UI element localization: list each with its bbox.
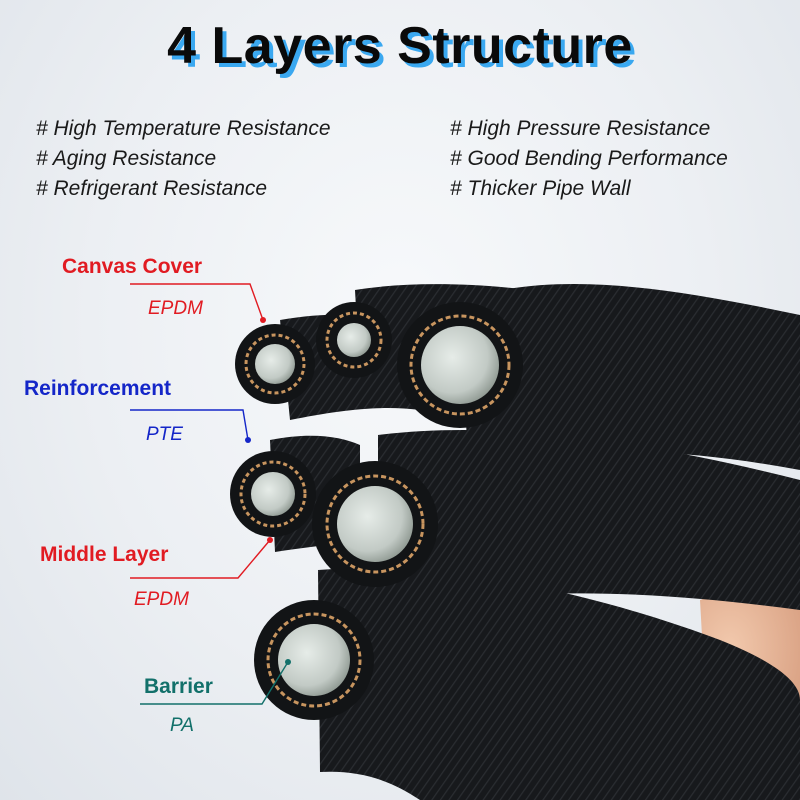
leader-dot-middle-layer	[267, 537, 273, 543]
leader-barrier	[140, 661, 289, 705]
hose-end-middle-left	[230, 451, 316, 537]
hose-end-top-middle	[316, 302, 392, 378]
hose-end-bottom	[254, 600, 374, 720]
feature-item: # Aging Resistance	[36, 147, 217, 170]
feature-item: # High Pressure Resistance	[450, 117, 711, 140]
callout-canvas-cover-material: EPDM	[148, 298, 203, 319]
feature-item: # Good Bending Performance	[450, 147, 728, 170]
callout-middle-layer-material: EPDM	[134, 589, 189, 610]
feature-list-right: # High Pressure Resistance # Good Bendin…	[450, 114, 728, 204]
callout-barrier-material: PA	[170, 715, 194, 736]
leader-dot-reinforcement	[245, 437, 251, 443]
page-title: 4 Layers Structure	[167, 17, 633, 75]
hose-body-bottom	[318, 568, 800, 800]
callout-leaders	[130, 283, 291, 705]
leader-middle-layer	[130, 539, 271, 579]
callout-canvas-cover-label: Canvas Cover	[62, 255, 203, 278]
feature-item: # Thicker Pipe Wall	[450, 177, 631, 200]
hose-body-middle-right	[378, 430, 800, 612]
hose-ends	[230, 302, 523, 720]
hose-end-top-left	[235, 324, 315, 404]
feature-item: # High Temperature Resistance	[36, 117, 331, 140]
callout-middle-layer-label: Middle Layer	[40, 543, 169, 566]
feature-list-left: # High Temperature Resistance # Aging Re…	[36, 114, 331, 204]
leader-canvas-cover	[130, 283, 264, 321]
leader-reinforcement	[130, 409, 249, 441]
feature-item: # Refrigerant Resistance	[36, 177, 268, 200]
hose-end-middle-right	[312, 461, 438, 587]
hose-end-top-right	[397, 302, 523, 428]
leader-dot-barrier	[285, 659, 291, 665]
callout-reinforcement-material: PTE	[146, 424, 183, 445]
leader-dot-canvas-cover	[260, 317, 266, 323]
callout-reinforcement-label: Reinforcement	[24, 377, 172, 400]
callout-barrier-label: Barrier	[144, 675, 213, 698]
